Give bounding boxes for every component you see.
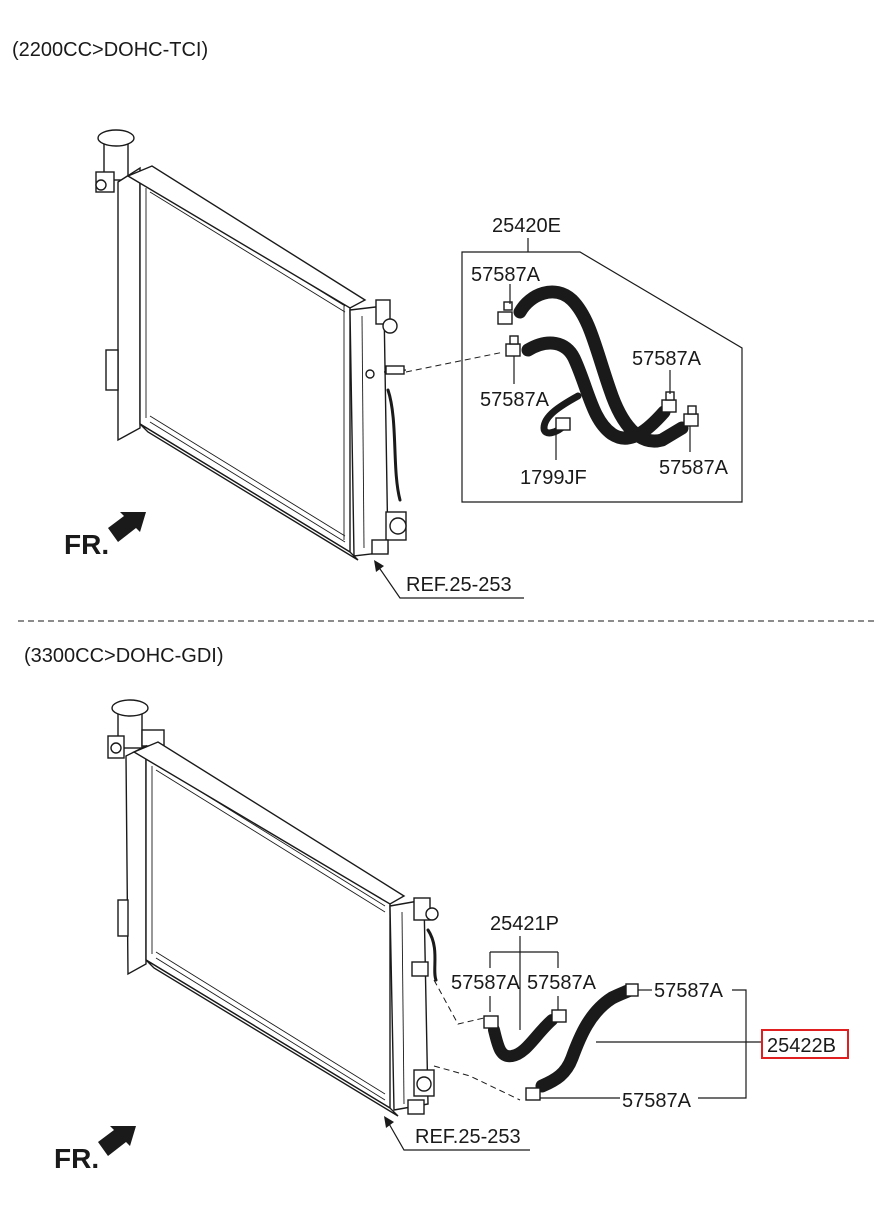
- label-57587a-bottom: 57587A: [622, 1090, 692, 1112]
- label-1799jf: 1799JF: [520, 467, 587, 489]
- label-ref-25-253-2: REF.25-253: [415, 1126, 521, 1148]
- label-ref-25-253-1: REF.25-253: [406, 574, 512, 596]
- label-57587a-lower-right: 57587A: [659, 457, 729, 479]
- radiator-1: [95, 129, 407, 561]
- label-57587a-top-left: 57587A: [471, 264, 541, 286]
- label-25421p: 25421P: [490, 913, 559, 935]
- label-57587a-right: 57587A: [527, 972, 597, 994]
- detail-box-25420e: 25420E: [461, 215, 743, 503]
- ref-callout-2: REF.25-253: [384, 1116, 530, 1151]
- radiator-2: [107, 699, 439, 1117]
- arrow-icon: [108, 512, 146, 542]
- clamp-icon: [551, 1009, 567, 1023]
- clamp-icon: [683, 405, 699, 427]
- label-25422b[interactable]: 25422B: [767, 1035, 836, 1057]
- ref-callout-1: REF.25-253: [374, 560, 524, 599]
- clamp-icon: [497, 301, 513, 325]
- clamp-icon: [483, 1015, 499, 1029]
- clamp-icon: [661, 391, 677, 413]
- label-57587a-upper-right: 57587A: [632, 348, 702, 370]
- label-57587a-top: 57587A: [654, 980, 724, 1002]
- clamp-icon: [625, 983, 639, 997]
- section-2-header: (3300CC>DOHC-GDI): [24, 645, 223, 667]
- highlight-box: [761, 1029, 849, 1059]
- clamp-icon: [525, 1087, 541, 1101]
- label-25420e: 25420E: [492, 215, 561, 237]
- section-1-header: (2200CC>DOHC-TCI): [12, 39, 208, 61]
- highlighted-part-25422b[interactable]: 25422B: [761, 1029, 849, 1059]
- label-57587a-left: 57587A: [451, 972, 521, 994]
- section-2200cc: (2200CC>DOHC-TCI): [12, 39, 743, 599]
- front-direction-2: FR.: [54, 1126, 136, 1174]
- label-fr-1: FR.: [64, 529, 109, 560]
- section-3300cc: (3300CC>DOHC-GDI): [24, 645, 849, 1174]
- label-57587a-mid-left: 57587A: [480, 389, 550, 411]
- clip-icon: [540, 392, 582, 437]
- label-fr-2: FR.: [54, 1143, 99, 1174]
- front-direction-1: FR.: [64, 512, 146, 560]
- arrow-icon: [98, 1126, 136, 1156]
- clamp-icon: [505, 335, 521, 357]
